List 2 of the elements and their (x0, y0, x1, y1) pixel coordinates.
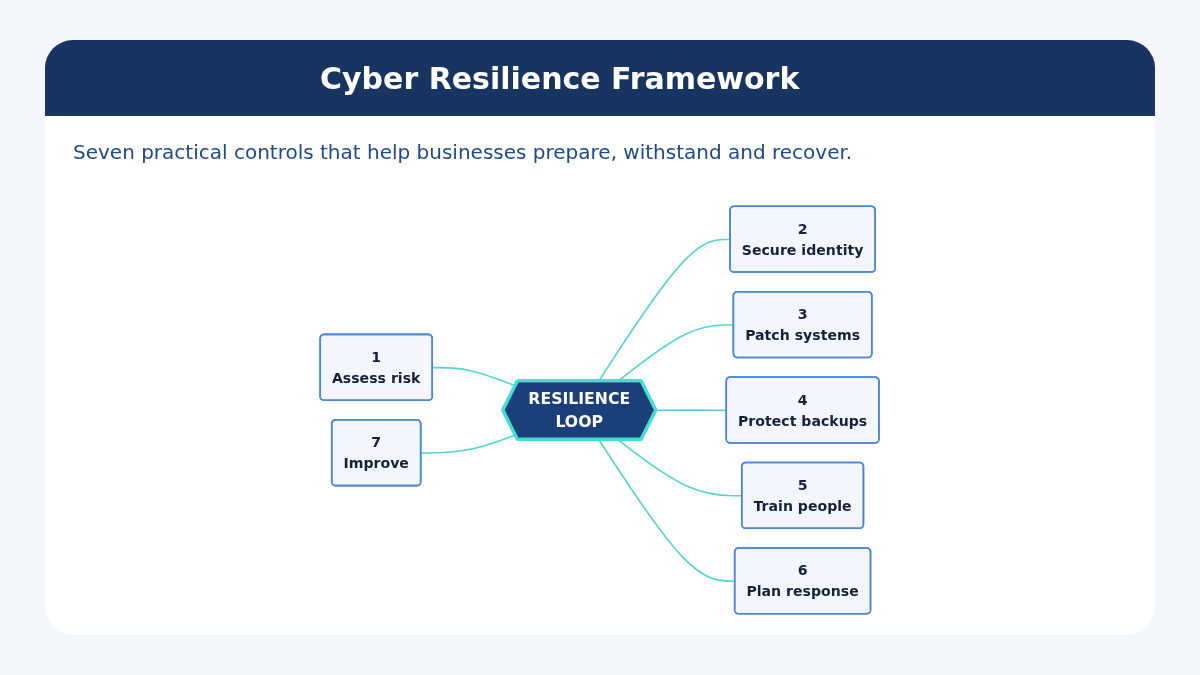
title: Cyber Resilience Framework (320, 60, 800, 96)
subtitle: Seven practical controls that help businesses prepare, withstand and recover. (73, 140, 854, 164)
